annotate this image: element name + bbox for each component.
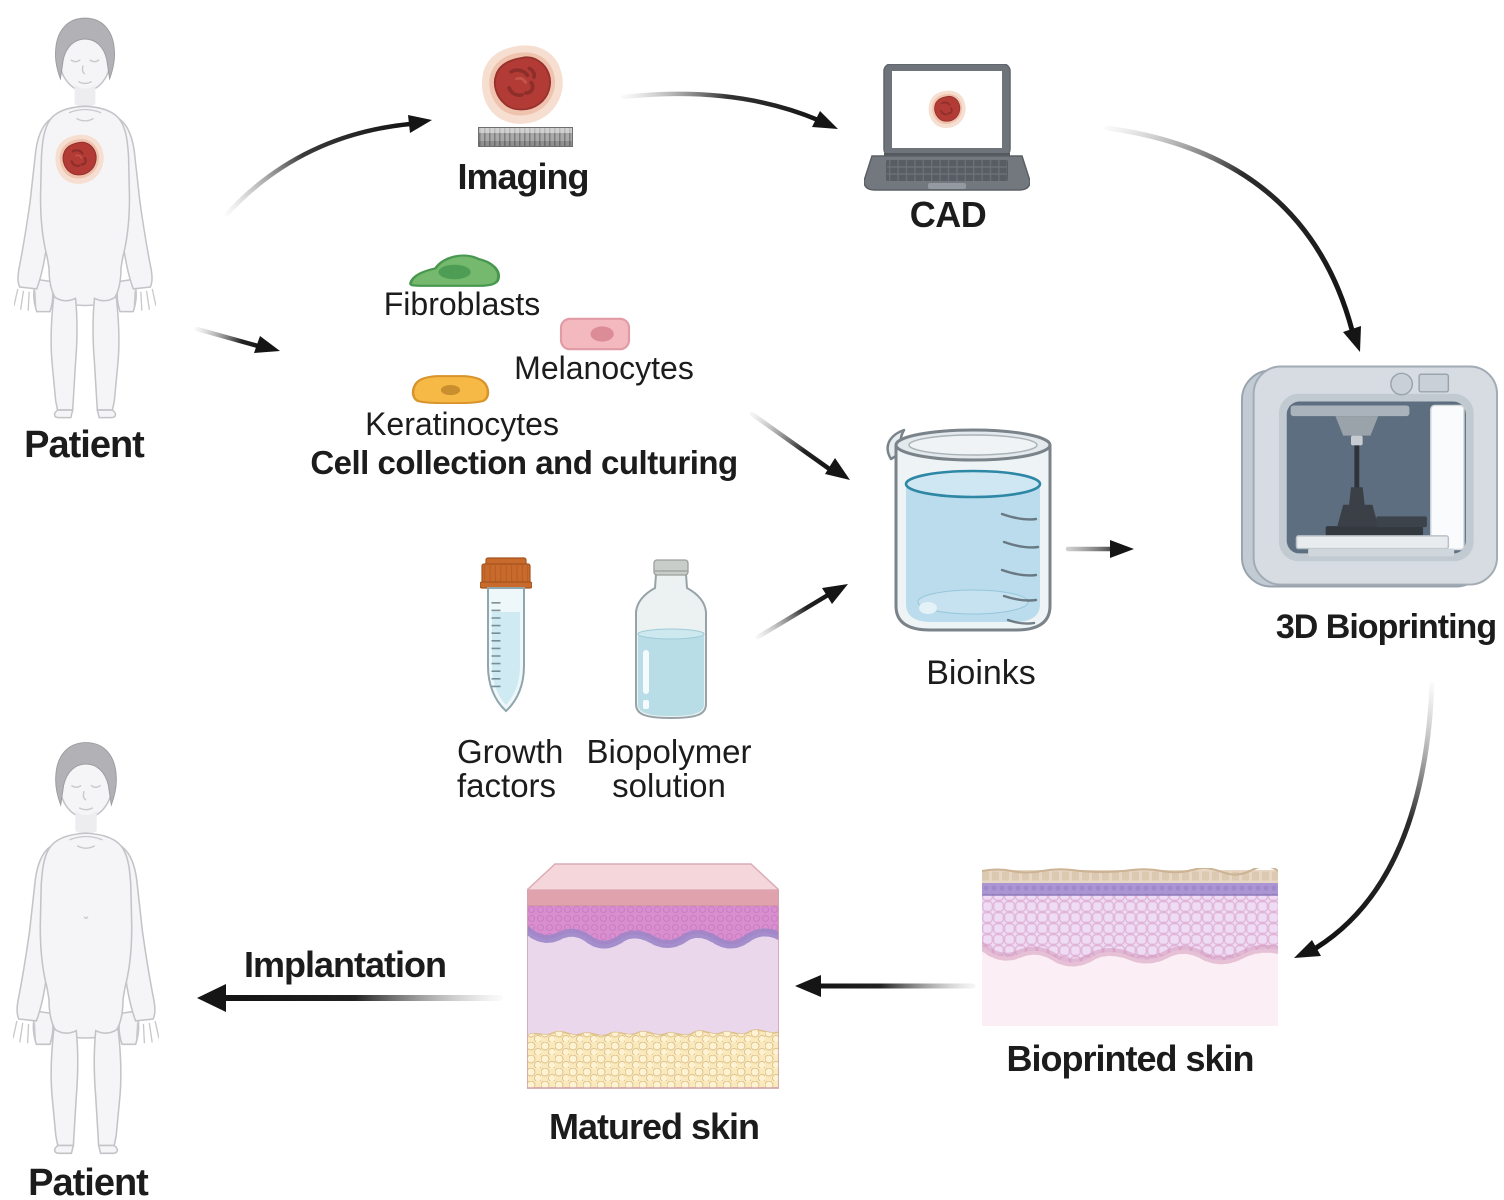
bioprinted-skin-graphic — [982, 868, 1278, 1026]
arrow-bioprinted-to-matured — [795, 975, 976, 997]
arrow-patient-to-cells — [194, 326, 280, 353]
wound-scan-icon — [928, 90, 966, 129]
patient-top-label: Patient — [24, 424, 145, 466]
keratinocytes-label: Keratinocytes — [365, 406, 559, 442]
bioprinter-icon — [1240, 365, 1498, 588]
beaker-icon — [886, 428, 1052, 632]
matured-skin-graphic — [527, 863, 779, 1089]
imaging-platform-icon — [478, 127, 573, 147]
patient-bottom-figure — [12, 732, 160, 1165]
keratinocyte-icon — [411, 375, 490, 404]
arrow-cells-to-bioinks — [749, 411, 850, 480]
hair — [54, 17, 116, 81]
bioprinting-label: 3D Bioprinting — [1275, 608, 1497, 646]
bioprinted-skin-label: Bioprinted skin — [1006, 1038, 1254, 1079]
arrow-cad-to-bioprinting — [1104, 125, 1361, 352]
centrifuge-tube-icon — [480, 557, 532, 713]
imaging-label: Imaging — [457, 156, 589, 197]
arrow-solutions-to-bioinks — [755, 584, 848, 640]
melanocyte-icon — [559, 317, 631, 351]
arrow-bioprinting-to-bioprinted-skin — [1294, 681, 1435, 958]
patient-top-figure — [13, 2, 157, 435]
wound-icon — [55, 134, 104, 184]
arrow-patient-to-imaging — [224, 115, 432, 217]
biopolymer-label: Biopolymer solution — [586, 735, 751, 802]
biopolymer-line2: solution — [612, 766, 726, 804]
growth-factors-label: Growth factors — [457, 735, 563, 802]
patient-figure — [12, 742, 160, 1155]
matured-skin-label: Matured skin — [548, 1106, 760, 1147]
reagent-bottle-icon — [635, 559, 707, 720]
patient-bottom-label: Patient — [28, 1162, 149, 1200]
melanocytes-label: Melanocytes — [514, 350, 694, 386]
cell-collection-label: Cell collection and culturing — [310, 444, 738, 481]
fibroblast-icon — [409, 254, 500, 287]
arrow-implantation — [197, 984, 503, 1012]
fibroblasts-label: Fibroblasts — [383, 286, 541, 322]
cad-label: CAD — [909, 194, 987, 235]
patient-figure — [13, 17, 157, 419]
bioinks-label: Bioinks — [926, 654, 1036, 692]
biopolymer-line1: Biopolymer — [586, 733, 752, 770]
implantation-label: Implantation — [244, 944, 447, 985]
arrow-bioinks-to-bioprinting — [1065, 540, 1134, 558]
growth-factors-line1: Growth — [457, 733, 564, 770]
imaging-wound-icon — [482, 45, 563, 124]
hair — [55, 742, 117, 807]
growth-factors-line2: factors — [457, 766, 557, 804]
laptop-icon — [864, 64, 1030, 191]
arrow-imaging-to-cad — [620, 91, 838, 129]
